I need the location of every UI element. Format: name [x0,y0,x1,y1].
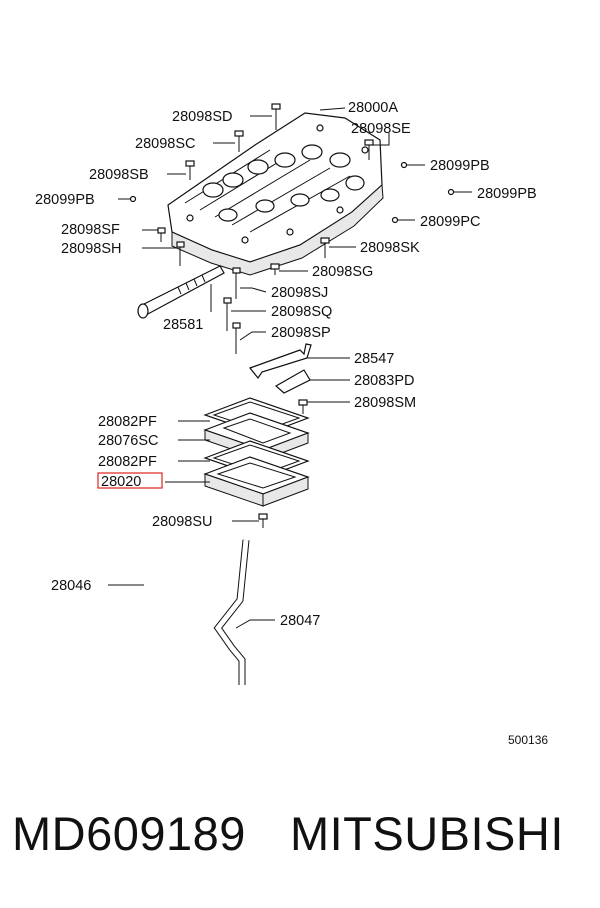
label-28098SU: 28098SU [152,514,212,530]
label-28076SC: 28076SC [98,433,158,449]
label-28099PC: 28099PC [420,214,480,230]
bolt-28098SC-icon [234,130,244,152]
label-28098SD: 28098SD [172,109,232,125]
label-28547: 28547 [354,351,394,367]
bolt-28098SK-icon [320,237,330,258]
bolt-28098SP-icon [232,322,241,354]
bolt-28098SJ-icon [232,267,241,299]
label-28098SB: 28098SB [89,167,149,183]
label-28098SJ: 28098SJ [271,285,328,301]
bolt-28098SH-icon [176,241,185,266]
label-28099PB-top: 28099PB [430,158,490,174]
label-28581: 28581 [163,317,203,333]
label-28098SP: 28098SP [271,325,331,341]
footer-part-info: MD609189 MITSUBISHI [12,806,592,876]
label-28020-highlight-box [97,472,163,489]
bolt-28098SG-icon [270,263,280,275]
plug-28099PB-top-icon [400,161,408,169]
brand-name: MITSUBISHI [289,807,564,860]
label-28046: 28046 [51,578,91,594]
plate-28547[interactable] [249,343,312,380]
label-28098SC: 28098SC [135,136,195,152]
label-28098SQ: 28098SQ [271,304,332,320]
bolt-28098SE-icon [364,139,374,160]
label-28000A: 28000A [348,100,398,116]
plugs [129,161,455,224]
bolt-28098SF-icon [157,227,166,242]
label-28098SF: 28098SF [61,222,120,238]
exploded-parts-diagram: 28098SD 28000A 28098SC 28098SE 28098SB 2… [35,100,548,747]
label-28098SG: 28098SG [312,264,373,280]
tube-28046[interactable] [139,539,202,651]
label-28098SE: 28098SE [351,121,411,137]
bolt-28098SQ-icon [223,297,232,331]
label-28083PD: 28083PD [354,373,414,389]
bolt-28098SU-icon [258,513,268,528]
oil-pan-28020[interactable] [203,456,310,507]
part-number: MD609189 [12,807,246,860]
plug-28099PB-right-icon [447,188,455,196]
part-labels: 28098SD 28000A 28098SC 28098SE 28098SB 2… [35,100,548,747]
shaft-28581[interactable] [137,265,225,319]
label-28099PB-right: 28099PB [477,186,537,202]
label-28020: 28020 [101,474,141,490]
label-28047: 28047 [280,613,320,629]
plug-28099PC-icon [391,216,399,224]
label-28098SM: 28098SM [354,395,416,411]
label-28098SH: 28098SH [61,241,121,257]
label-28099PB-left: 28099PB [35,192,95,208]
bolt-28098SD-icon [271,103,281,130]
leader-lines [108,107,472,629]
bolt-28098SB-icon [185,160,195,180]
diagram-reference-number: 500136 [508,733,548,747]
plate-28083PD[interactable] [274,369,311,394]
label-28098SK: 28098SK [360,240,420,256]
label-28082PF-top: 28082PF [98,414,157,430]
plug-28099PB-left-icon [129,195,137,203]
tube-28047[interactable] [213,539,250,685]
label-28082PF-bottom: 28082PF [98,454,157,470]
bolt-28098SM-icon [298,399,308,414]
valve-body-assembly[interactable] [167,112,384,276]
